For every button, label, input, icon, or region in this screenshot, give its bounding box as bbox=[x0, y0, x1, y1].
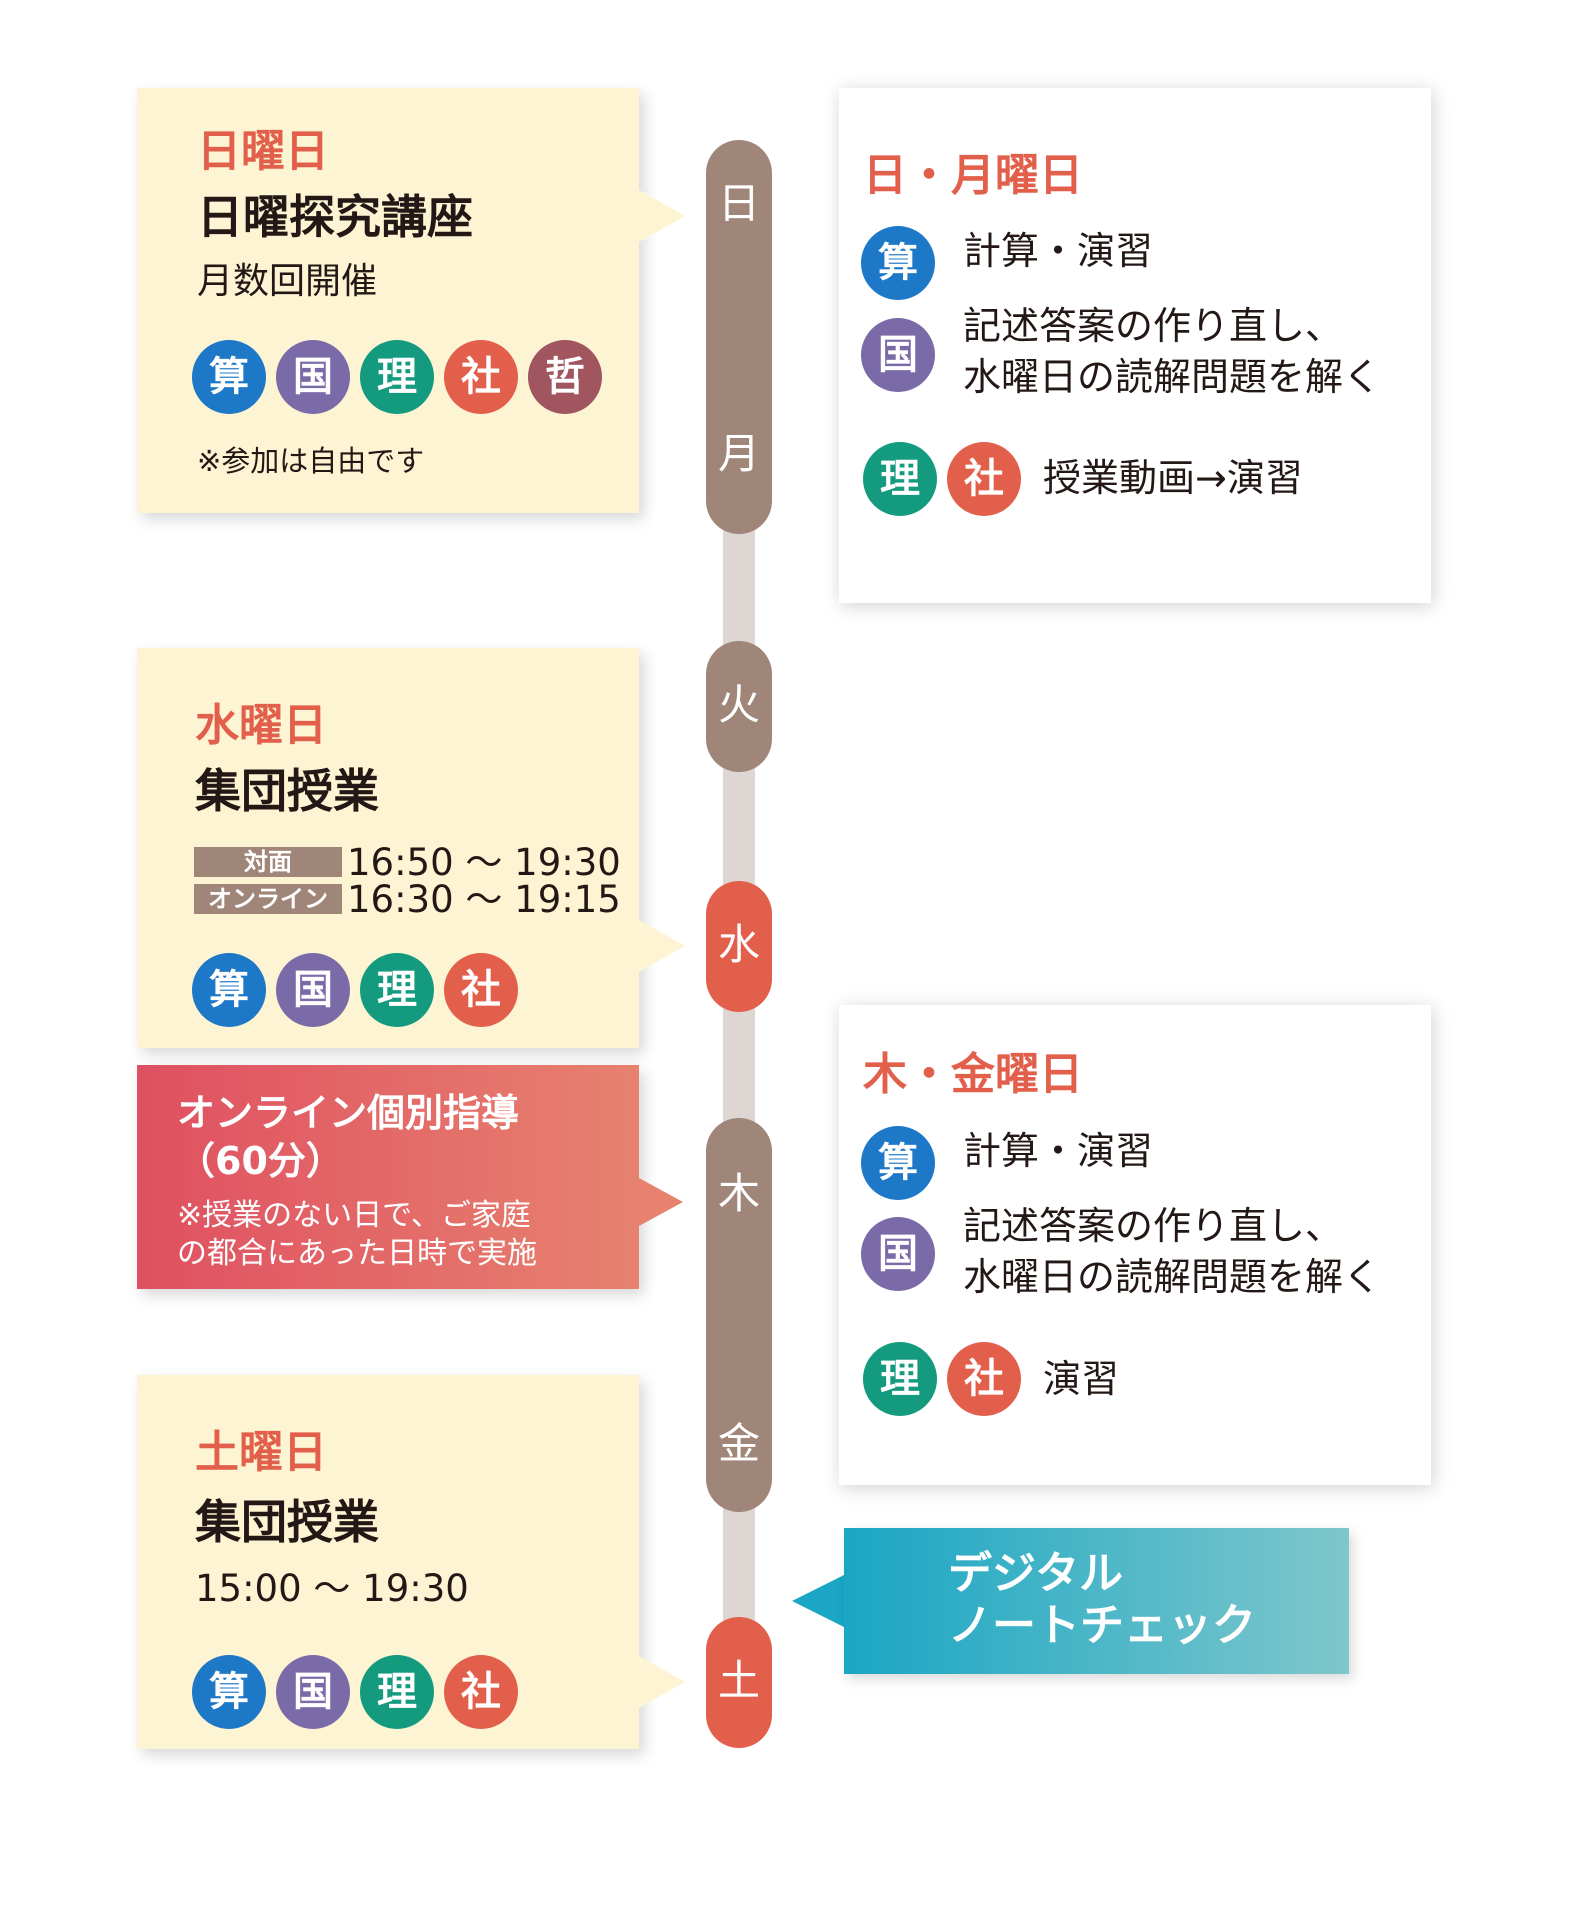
timeline-day-tue: 火 bbox=[717, 680, 760, 729]
digital-note-line2: ノートチェック bbox=[948, 1600, 1256, 1651]
timeline-day-wed: 水 bbox=[717, 920, 760, 969]
digital-note-check-card: デジタル ノートチェック bbox=[844, 1528, 1349, 1674]
online-guidance-duration: （60分） bbox=[177, 1139, 344, 1183]
sunday-frequency: 月数回開催 bbox=[197, 261, 378, 302]
wednesday-card: 水曜日 集団授業 対面 16:50 〜 19:30 オンライン 16:30 〜 … bbox=[137, 648, 639, 1048]
subject-social-badge: 社 bbox=[444, 953, 518, 1027]
sunday-title: 日曜探究講座 bbox=[197, 190, 473, 244]
subject-math-badge: 算 bbox=[861, 226, 935, 300]
saturday-day-label: 土曜日 bbox=[195, 1427, 327, 1478]
online-guidance-note-line1: ※授業のない日で、ご家庭 bbox=[177, 1198, 531, 1233]
subject-science-badge: 理 bbox=[863, 442, 937, 516]
thu-fri-card: 木・金曜日 算 計算・演習 国 記述答案の作り直し、 水曜日の読解問題を解く 理… bbox=[839, 1005, 1431, 1485]
sunday-note: ※参加は自由です bbox=[197, 444, 425, 478]
timeline-day-sun: 日 bbox=[717, 179, 760, 228]
subject-social-badge: 社 bbox=[444, 1655, 518, 1729]
subject-science-badge: 理 bbox=[863, 1342, 937, 1416]
sun-mon-japanese-line1: 記述答案の作り直し、 bbox=[963, 304, 1344, 348]
thu-fri-sci-soc-text: 演習 bbox=[1043, 1357, 1120, 1401]
online-tag: オンライン bbox=[194, 884, 342, 914]
thu-fri-japanese-line2: 水曜日の読解問題を解く bbox=[963, 1255, 1382, 1299]
timeline-day-fri: 金 bbox=[717, 1419, 760, 1468]
sunday-card: 日曜日 日曜探究講座 月数回開催 算 国 理 社 哲 ※参加は自由です bbox=[137, 88, 639, 513]
subject-social-badge: 社 bbox=[947, 1342, 1021, 1416]
sun-mon-card: 日・月曜日 算 計算・演習 国 記述答案の作り直し、 水曜日の読解問題を解く 理… bbox=[839, 88, 1431, 603]
online-guidance-pointer bbox=[639, 1178, 683, 1226]
subject-philosophy-badge: 哲 bbox=[528, 340, 602, 414]
wednesday-day-label: 水曜日 bbox=[195, 700, 327, 751]
timeline-pill-wed: 水 bbox=[706, 881, 772, 1012]
subject-math-badge: 算 bbox=[192, 953, 266, 1027]
timeline-pill-sat: 土 bbox=[706, 1617, 772, 1748]
thu-fri-day-label: 木・金曜日 bbox=[863, 1049, 1083, 1100]
subject-japanese-badge: 国 bbox=[861, 1217, 935, 1291]
subject-social-badge: 社 bbox=[444, 340, 518, 414]
subject-japanese-badge: 国 bbox=[861, 318, 935, 392]
thu-fri-math-text: 計算・演習 bbox=[963, 1129, 1154, 1173]
subject-science-badge: 理 bbox=[360, 340, 434, 414]
subject-japanese-badge: 国 bbox=[276, 1655, 350, 1729]
in-person-time: 16:50 〜 19:30 bbox=[347, 841, 621, 884]
thu-fri-japanese-line1: 記述答案の作り直し、 bbox=[963, 1204, 1344, 1248]
sun-mon-day-label: 日・月曜日 bbox=[863, 150, 1083, 201]
online-guidance-note-line2: の都合にあった日時で実施 bbox=[177, 1236, 537, 1271]
sunday-pointer bbox=[639, 190, 685, 242]
subject-science-badge: 理 bbox=[360, 1655, 434, 1729]
saturday-title: 集団授業 bbox=[195, 1495, 379, 1549]
sun-mon-math-text: 計算・演習 bbox=[963, 229, 1154, 273]
sunday-day-label: 日曜日 bbox=[197, 126, 329, 177]
subject-math-badge: 算 bbox=[192, 1655, 266, 1729]
wednesday-title: 集団授業 bbox=[195, 764, 379, 818]
timeline-pill-thu-fri: 木 金 bbox=[706, 1118, 772, 1512]
timeline-pill-tue: 火 bbox=[706, 641, 772, 772]
sun-mon-sci-soc-text: 授業動画→演習 bbox=[1043, 456, 1303, 500]
subject-social-badge: 社 bbox=[947, 442, 1021, 516]
subject-science-badge: 理 bbox=[360, 953, 434, 1027]
timeline-day-sat: 土 bbox=[717, 1656, 760, 1705]
digital-note-pointer bbox=[792, 1575, 844, 1627]
in-person-tag: 対面 bbox=[194, 847, 342, 877]
digital-note-line1: デジタル bbox=[948, 1548, 1124, 1599]
sun-mon-pointer bbox=[793, 315, 839, 367]
saturday-time: 15:00 〜 19:30 bbox=[195, 1567, 469, 1610]
sun-mon-japanese-line2: 水曜日の読解問題を解く bbox=[963, 355, 1382, 399]
subject-math-badge: 算 bbox=[861, 1126, 935, 1200]
timeline-pill-sun-mon: 日 月 bbox=[706, 140, 772, 534]
subject-japanese-badge: 国 bbox=[276, 953, 350, 1027]
thu-fri-pointer bbox=[793, 1233, 839, 1285]
timeline-day-thu: 木 bbox=[717, 1169, 760, 1218]
timeline-day-mon: 月 bbox=[717, 429, 760, 478]
subject-math-badge: 算 bbox=[192, 340, 266, 414]
subject-japanese-badge: 国 bbox=[276, 340, 350, 414]
saturday-pointer bbox=[639, 1656, 685, 1708]
saturday-card: 土曜日 集団授業 15:00 〜 19:30 算 国 理 社 bbox=[137, 1375, 639, 1749]
wednesday-pointer bbox=[639, 920, 685, 972]
online-guidance-title: オンライン個別指導 bbox=[177, 1091, 520, 1135]
online-guidance-card: オンライン個別指導 （60分） ※授業のない日で、ご家庭 の都合にあった日時で実… bbox=[137, 1065, 639, 1289]
online-time: 16:30 〜 19:15 bbox=[347, 878, 621, 921]
